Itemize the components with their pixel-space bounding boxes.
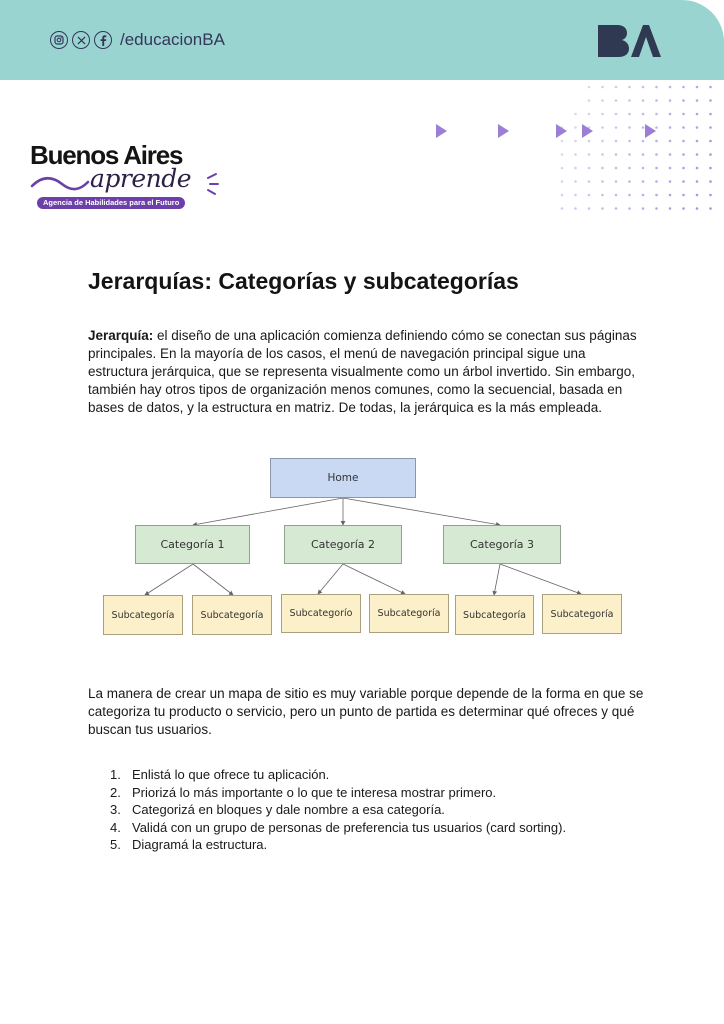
- list-item: 2.Priorizá lo más importante o lo que te…: [110, 784, 497, 800]
- hierarchy-diagram: Home Categoría 1 Categoría 2 Categoría 3…: [100, 456, 625, 641]
- node-category-2: Categoría 2: [284, 525, 402, 564]
- facebook-icon[interactable]: [94, 31, 112, 49]
- intro-label: Jerarquía:: [88, 328, 154, 343]
- steps-list: 1.Enlistá lo que ofrece tu aplicación. 2…: [110, 766, 610, 854]
- list-item: 3.Categorizá en bloques y dale nombre a …: [110, 802, 445, 818]
- node-subcategory-3a: Subcategoría: [455, 595, 534, 635]
- node-category-1: Categoría 1: [135, 525, 250, 564]
- brand-tagline: Agencia de Habilidades para el Futuro: [37, 197, 186, 209]
- x-icon[interactable]: [72, 31, 90, 49]
- dot-grid-decoration: [560, 85, 712, 210]
- buenos-aires-aprende-logo: Buenos Aires aprende Agencia de Habilida…: [30, 140, 230, 212]
- brand-title: Buenos Aires: [30, 140, 183, 170]
- intro-text: el diseño de una aplicación comienza def…: [88, 328, 637, 415]
- list-item: 5.Diagramá la estructura.: [110, 837, 268, 853]
- arrows-decoration: [436, 124, 656, 138]
- node-subcategory-1b: Subcategoría: [192, 595, 272, 635]
- ba-logo: [598, 25, 661, 57]
- list-item: 4.Validá con un grupo de personas de pre…: [110, 819, 567, 835]
- brand-subtitle: aprende: [90, 164, 192, 193]
- document-title: Jerarquías: Categorías y subcategorías: [88, 268, 519, 294]
- social-handle[interactable]: /educacionBA: [120, 30, 225, 49]
- node-subcategory-3b: Subcategoría: [542, 594, 622, 634]
- instagram-icon[interactable]: [50, 31, 68, 49]
- intro-paragraph: Jerarquía: el diseño de una aplicación c…: [88, 327, 648, 417]
- node-home: Home: [270, 458, 416, 498]
- diagram-connectors: [144, 497, 582, 596]
- list-item: 1.Enlistá lo que ofrece tu aplicación.: [110, 767, 330, 782]
- squiggle-decoration: [30, 173, 219, 195]
- node-subcategory-2b: Subcategoría: [369, 594, 449, 633]
- social-links: /educacionBA: [50, 30, 225, 50]
- sitemap-paragraph: La manera de crear un mapa de sitio es m…: [88, 686, 644, 737]
- node-subcategory-1a: Subcategoría: [103, 595, 183, 635]
- node-category-3: Categoría 3: [443, 525, 561, 564]
- header-bar: /educacionBA: [0, 0, 724, 80]
- node-subcategory-2a: Subcategorío: [281, 594, 361, 633]
